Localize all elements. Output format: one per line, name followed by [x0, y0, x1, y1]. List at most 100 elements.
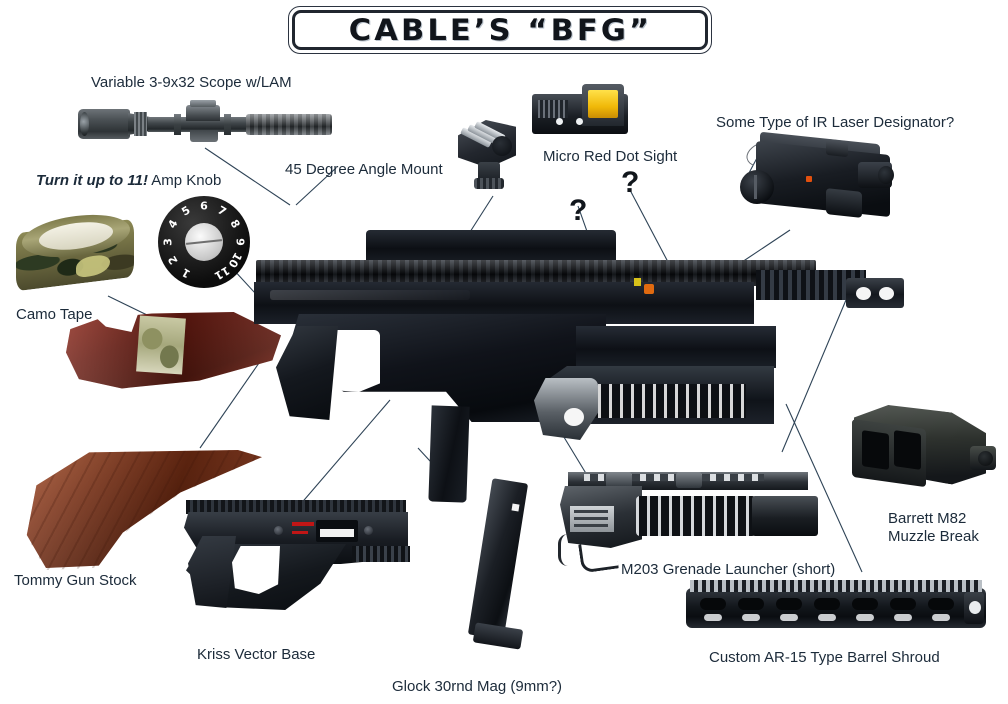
weapon-launcher-triggerguard	[534, 378, 598, 440]
angle-mount-bore	[492, 136, 512, 156]
amp-knob-number: 5	[179, 203, 193, 219]
variable-scope-part	[78, 100, 333, 146]
ir-laser-emitter-1	[858, 162, 894, 188]
barrett-muzzle-brake-part	[852, 402, 1000, 506]
kriss-screw-2	[364, 526, 373, 535]
kriss-screw-1	[274, 526, 283, 535]
amp-knob-number: 6	[200, 199, 208, 213]
shroud-keymod-slot	[890, 598, 916, 610]
weapon-pistol-grip	[276, 326, 338, 420]
red-dot-ribbing	[538, 100, 568, 118]
scope-ring-front	[174, 114, 181, 135]
scope-lam-module	[190, 130, 218, 142]
label-amp-knob-rest: Amp Knob	[147, 172, 222, 189]
red-dot-screw-1	[556, 118, 563, 125]
kriss-trigger-guard	[232, 546, 280, 594]
amp-knob-number: 10	[225, 250, 245, 270]
scope-eyepiece	[246, 114, 332, 135]
m203-barrel-muzzle	[752, 496, 818, 536]
red-dot-sight-part	[532, 84, 628, 140]
shroud-keymod-slot	[776, 598, 802, 610]
scope-ring-rear	[224, 114, 231, 135]
red-dot-screw-2	[576, 118, 583, 125]
scope-tube	[148, 117, 248, 132]
weapon-yellow-marking	[634, 278, 641, 286]
ar-barrel-shroud-part	[686, 578, 986, 634]
scope-turret	[186, 100, 220, 121]
shroud-vent	[818, 614, 836, 621]
shroud-keymod-slot	[928, 598, 954, 610]
kriss-vector-base-part	[176, 500, 416, 618]
label-red-dot: Micro Red Dot Sight	[543, 148, 678, 165]
m203-launcher-part	[556, 470, 826, 580]
glock-mag-body	[467, 478, 529, 640]
amp-knob-number: 7	[215, 203, 229, 219]
shroud-vent	[932, 614, 950, 621]
glock-mag-witness-hole	[511, 503, 520, 512]
weapon-top-rail	[256, 260, 816, 286]
label-barrett-2: Muzzle Break	[888, 528, 979, 545]
label-glock-mag: Glock 30rnd Mag (9mm?)	[392, 678, 563, 695]
label-barrett-1: Barrett M82	[888, 510, 967, 527]
ir-laser-button	[826, 138, 848, 158]
amp-knob-number: 2	[165, 253, 181, 267]
amp-knob-number: 8	[227, 217, 243, 231]
label-amp-knob-emphasis: Turn it up to 11!	[36, 172, 148, 189]
shroud-vent	[704, 614, 722, 621]
label-m203: M203 Grenade Launcher (short)	[621, 561, 836, 578]
shroud-vent	[856, 614, 874, 621]
label-kriss-base: Kriss Vector Base	[197, 646, 316, 663]
shroud-vent	[894, 614, 912, 621]
weapon-orange-marking	[644, 284, 654, 294]
glock-magazine-part	[462, 478, 548, 655]
kriss-red-marking-2	[292, 531, 308, 534]
angle-mount-nut	[474, 178, 504, 189]
barrett-brake-mount-stub	[970, 446, 996, 470]
shroud-vent	[742, 614, 760, 621]
scope-objective-lens	[80, 112, 89, 136]
kriss-top-rail	[186, 500, 406, 514]
label-scope: Variable 3-9x32 Scope w/LAM	[91, 74, 292, 91]
amp-knob-number: 4	[165, 217, 181, 231]
ir-laser-designator-part	[738, 131, 918, 238]
page-title: CABLE’S “BFG”	[348, 13, 652, 47]
weapon-launcher-ribs	[576, 384, 746, 418]
ir-laser-battery-cap	[740, 170, 774, 204]
m203-data-plate	[570, 506, 614, 532]
glock-mag-floorplate	[472, 622, 524, 650]
title-badge: CABLE’S “BFG”	[288, 6, 712, 54]
label-tommy-stock: Tommy Gun Stock	[14, 572, 137, 589]
label-ir-laser: Some Type of IR Laser Designator?	[716, 114, 955, 131]
leader-mount45-part	[469, 195, 494, 233]
title-badge-inner: CABLE’S “BFG”	[292, 10, 708, 50]
kriss-red-marking-1	[292, 522, 314, 526]
amp-knob-number: 11	[212, 263, 232, 283]
amp-knob-number: 9	[233, 238, 247, 246]
shroud-keymod-slot	[700, 598, 726, 610]
label-amp-knob: Turn it up to 11! Amp Knob	[36, 172, 221, 189]
shroud-keymod-slot	[852, 598, 878, 610]
m203-handguard-ribs	[636, 496, 756, 536]
m203-trigger-guard	[578, 539, 619, 574]
kriss-ejection-port	[316, 520, 358, 542]
amp-knob-number: 1	[179, 265, 193, 281]
label-unknown-1: ?	[569, 194, 588, 227]
ir-laser-emitter-2	[826, 188, 862, 218]
m203-mount-lug-1	[606, 472, 632, 488]
label-mount45: 45 Degree Angle Mount	[285, 161, 443, 178]
label-shroud: Custom AR-15 Type Barrel Shroud	[709, 649, 940, 666]
kriss-side-rail	[352, 546, 410, 562]
shroud-keymod-slot	[814, 598, 840, 610]
red-dot-lens	[588, 90, 618, 118]
camo-tape-part	[16, 209, 136, 294]
weapon-muzzle-brake	[846, 278, 904, 308]
assembled-weapon	[246, 230, 904, 538]
ir-laser-indicator-led	[806, 176, 812, 182]
shroud-vent	[780, 614, 798, 621]
weapon-mounted-optic	[366, 230, 616, 264]
shroud-barrel-nut	[964, 592, 984, 624]
angle-mount-part	[452, 118, 530, 190]
